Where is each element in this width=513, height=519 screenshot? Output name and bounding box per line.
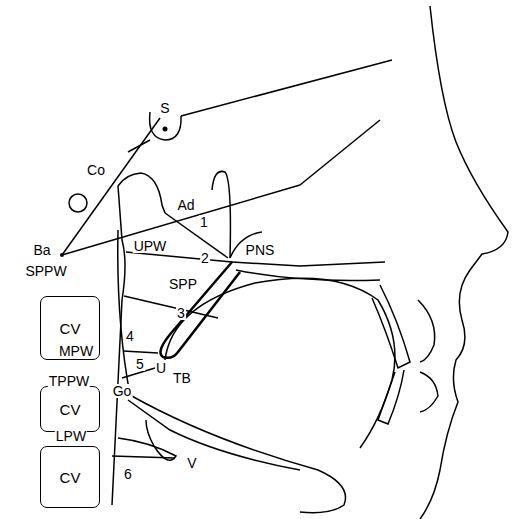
- landmark-label: V: [186, 456, 197, 470]
- callout-number: 6: [123, 467, 133, 481]
- landmark-label: TPPW: [48, 374, 90, 388]
- landmark-label: Ad: [176, 198, 195, 212]
- vertebra-shape: CV: [40, 446, 100, 508]
- landmark-label: TB: [172, 371, 192, 385]
- landmark-label: U: [155, 361, 167, 375]
- callout-number: 5: [135, 357, 145, 371]
- vertebra-label: CV: [60, 320, 81, 337]
- landmark-label: S: [159, 101, 170, 115]
- callout-number: 4: [125, 329, 135, 343]
- landmark-label: MPW: [58, 344, 94, 358]
- landmark-label: Go: [112, 384, 133, 398]
- landmark-label: Co: [86, 163, 106, 177]
- callout-number: 3: [176, 306, 186, 320]
- landmark-label: LPW: [55, 429, 87, 443]
- landmark-label: SPPW: [24, 264, 67, 278]
- callout-number: 1: [199, 215, 209, 229]
- vertebra-label: CV: [60, 401, 81, 418]
- callout-number: 2: [200, 251, 210, 265]
- landmark-label: UPW: [133, 239, 168, 253]
- landmark-label: Ba: [32, 243, 51, 257]
- vertebra-shape: CV: [40, 386, 100, 432]
- vertebra-label: CV: [60, 469, 81, 486]
- landmark-label: PNS: [245, 243, 276, 257]
- landmark-label: SPP: [168, 277, 198, 291]
